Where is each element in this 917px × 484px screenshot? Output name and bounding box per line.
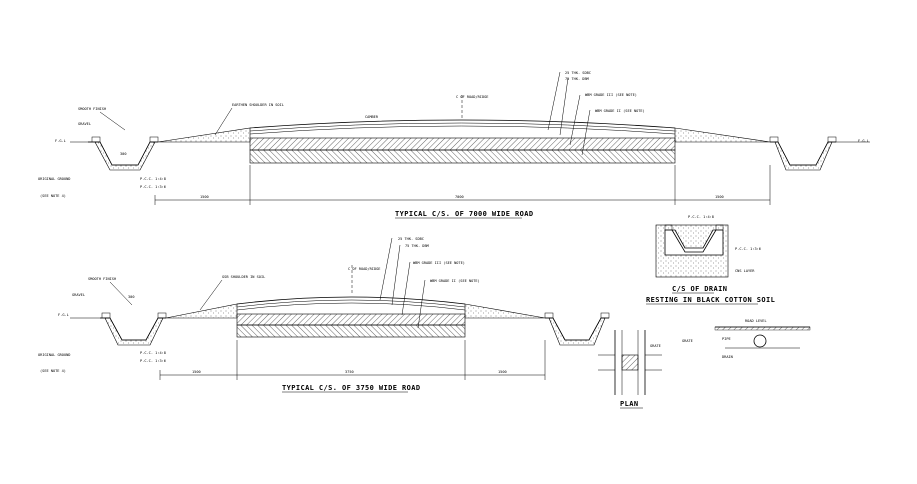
layer-1-7000: 25 THK. SDBC: [565, 71, 591, 75]
shoulder-right-3750: [464, 303, 546, 319]
fgl-left-7000: F.G.L: [55, 139, 66, 143]
shoulder-left-7000: [157, 127, 251, 143]
layer-callouts-7000: 25 THK. SDBC 75 THK. DBM WBM GRADE III (…: [547, 71, 645, 156]
fgl-left-3750: F.G.L: [58, 313, 69, 317]
dim-center-7000: 7000: [455, 195, 464, 199]
gravel-3750: GRAVEL: [72, 293, 85, 297]
dim-right-3750: 1500: [498, 370, 507, 374]
road-7000-section: 1500 7000 1500 C OF ROAD/RIDGE SMOOTH FI…: [38, 71, 870, 219]
layer-3-3750: WBM GRADE III (SEE NOTE): [413, 261, 465, 265]
smooth-finish-7000: SMOOTH FINISH: [78, 107, 106, 111]
plan-detail: GRATE GRATE PLAN: [598, 330, 693, 409]
plan-title: PLAN: [620, 400, 638, 408]
drain-note-2-3750: P.C.C. 1:3:6: [140, 359, 166, 363]
drain-detail-subtitle: RESTING IN BLACK COTTON SOIL: [646, 296, 775, 304]
drain-note-1-3750: P.C.C. 1:4:8: [140, 351, 166, 355]
pipe-label-1: ROAD LEVEL: [745, 319, 767, 323]
layer-3-7000: WBM GRADE III (SEE NOTE): [585, 93, 637, 97]
drain-detail: P.C.C. 1:4:8 P.C.C. 1:3:6 CNS LAYER C/S …: [646, 215, 775, 305]
left-drain-7000: [70, 136, 159, 171]
shoulder-left-3750: [165, 303, 238, 319]
pavement-3750: [236, 296, 466, 338]
drain-detail-title: C/S OF DRAIN: [672, 285, 727, 293]
layer-4-7000: WBM GRADE II (SEE NOTE): [595, 109, 645, 113]
layer-1-3750: 25 THK. SDBC: [398, 237, 424, 241]
layer-2-7000: 75 THK. DBM: [565, 77, 590, 81]
see-note-7000: (SEE NOTE 4): [40, 194, 66, 198]
drain-width-7000: 300: [120, 152, 127, 156]
plan-label-2: GRATE: [682, 339, 693, 343]
earthen-shoulder-3750: GSB SHOULDER IN SOIL: [222, 275, 265, 279]
shoulder-right-7000: [674, 127, 771, 143]
original-ground-3750: ORIGINAL GROUND: [38, 353, 70, 357]
drain-note-a: P.C.C. 1:4:8: [688, 215, 714, 219]
gravel-7000: GRAVEL: [78, 122, 91, 126]
layer-4-3750: WBM GRADE II (SEE NOTE): [430, 279, 480, 283]
drain-note-2-7000: P.C.C. 1:3:6: [140, 185, 166, 189]
layer-callouts-3750: 25 THK. SDBC 75 THK. DBM WBM GRADE III (…: [379, 237, 480, 329]
left-drain-3750: [70, 312, 167, 346]
dim-left-7000: 1500: [200, 195, 209, 199]
smooth-finish-3750: SMOOTH FINISH: [88, 277, 116, 281]
original-ground-7000: ORIGINAL GROUND: [38, 177, 70, 181]
fgl-right-7000: F.G.L: [858, 139, 869, 143]
right-drain-7000: [769, 136, 870, 171]
pipe-label-3: DRAIN: [722, 355, 733, 359]
right-drain-3750: [544, 312, 610, 346]
centerline-7000: C OF ROAD/RIDGE: [456, 95, 488, 99]
centerline-3750: C OF ROAD/RIDGE: [348, 267, 380, 271]
pavement-7000: [249, 119, 676, 164]
drain-note-c: CNS LAYER: [735, 269, 755, 273]
title-road-7000: TYPICAL C/S. OF 7000 WIDE ROAD: [395, 210, 533, 218]
drain-note-b: P.C.C. 1:3:6: [735, 247, 761, 251]
see-note-3750: (SEE NOTE 4): [40, 369, 66, 373]
pipe-detail: ROAD LEVEL PIPE DRAIN: [714, 319, 811, 359]
layer-2-3750: 75 THK. DBM: [405, 244, 430, 248]
dim-center-3750: 3750: [345, 370, 354, 374]
earthen-shoulder-7000: EARTHEN SHOULDER IN SOIL: [232, 103, 284, 107]
title-road-3750: TYPICAL C/S. OF 3750 WIDE ROAD: [282, 384, 420, 392]
dim-right-7000: 1500: [715, 195, 724, 199]
pipe-label-2: PIPE: [722, 337, 731, 341]
drain-note-1-7000: P.C.C. 1:4:8: [140, 177, 166, 181]
road-3750-section: 1500 3750 1500 C OF ROAD/RIDGE SMOOTH FI…: [38, 237, 610, 393]
plan-label-1: GRATE: [650, 344, 661, 348]
camber-7000: CAMBER: [365, 115, 379, 119]
drain-width-3750: 300: [128, 295, 135, 299]
dim-left-3750: 1500: [192, 370, 201, 374]
